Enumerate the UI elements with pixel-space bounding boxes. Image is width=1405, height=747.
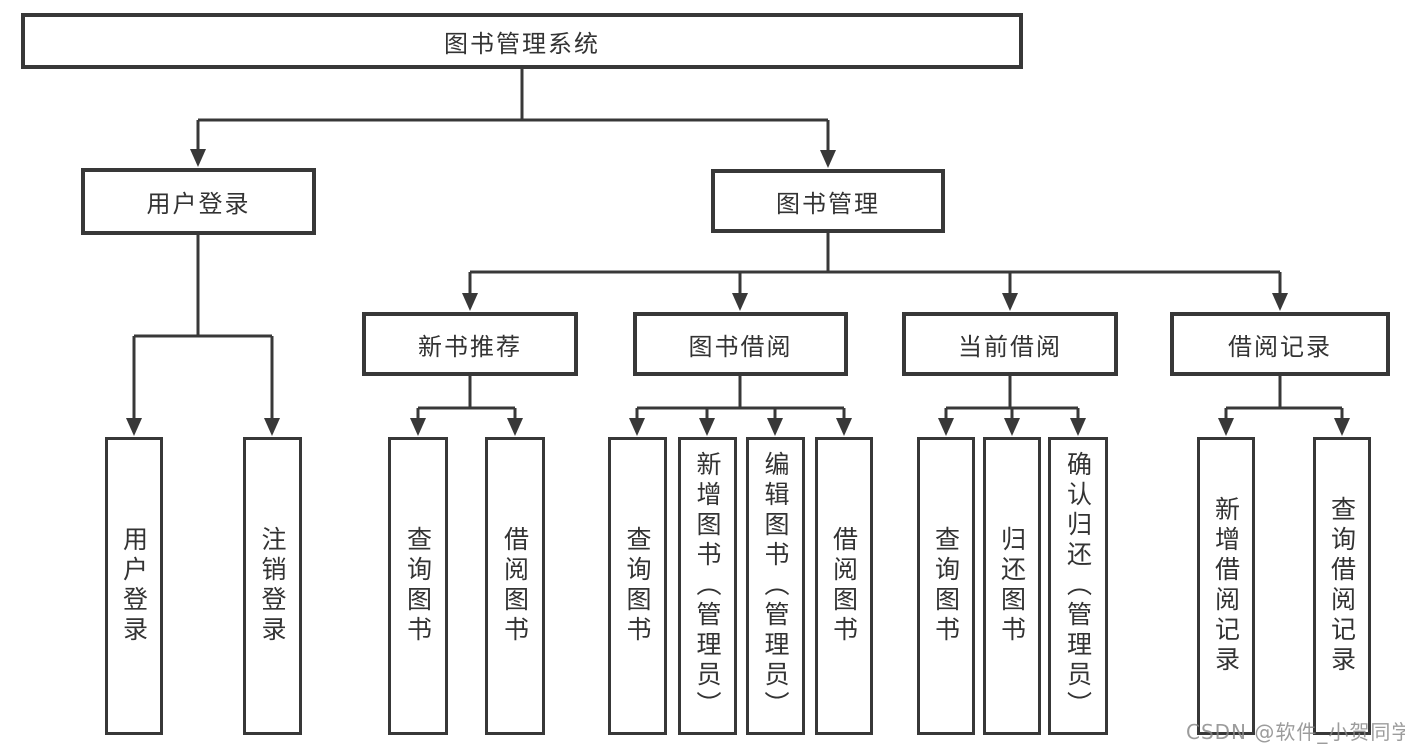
leaf-borrow-books-recommend: 借阅图书 xyxy=(485,437,545,735)
node-current-borrowing: 当前借阅 xyxy=(902,312,1118,376)
leaf-logout: 注销登录 xyxy=(243,437,302,735)
node-label: 借阅记录 xyxy=(1228,332,1332,361)
leaf-confirm-return-admin: 确认归还（管理员） xyxy=(1048,437,1108,735)
leaf-label: 注销登录 xyxy=(258,526,287,646)
leaf-label: 查询图书 xyxy=(403,526,433,646)
node-label: 图书管理系统 xyxy=(444,29,600,58)
leaf-edit-books-admin: 编辑图书（管理员） xyxy=(746,437,805,735)
node-new-book-recommend: 新书推荐 xyxy=(362,312,578,376)
node-book-borrowing: 图书借阅 xyxy=(633,312,848,376)
leaf-add-books-admin: 新增图书（管理员） xyxy=(678,437,737,735)
leaf-query-borrow-record: 查询借阅记录 xyxy=(1313,437,1371,735)
leaf-label: 借阅图书 xyxy=(829,526,859,646)
node-library-management-system: 图书管理系统 xyxy=(21,13,1023,69)
node-label: 用户登录 xyxy=(146,190,251,218)
leaf-query-books-recommend: 查询图书 xyxy=(388,437,448,735)
node-user-login: 用户登录 xyxy=(81,168,316,235)
leaf-label: 查询图书 xyxy=(931,526,961,646)
leaf-label: 新增借阅记录 xyxy=(1211,496,1241,676)
leaf-borrow-books: 借阅图书 xyxy=(815,437,873,735)
node-book-management: 图书管理 xyxy=(711,169,945,233)
leaf-return-books: 归还图书 xyxy=(983,437,1041,735)
leaf-query-books-current: 查询图书 xyxy=(917,437,975,735)
leaf-label: 归还图书 xyxy=(997,526,1027,646)
node-label: 图书管理 xyxy=(776,189,880,218)
leaf-user-login: 用户登录 xyxy=(105,437,163,735)
leaf-label: 查询借阅记录 xyxy=(1327,496,1357,676)
leaf-label: 新增图书（管理员） xyxy=(693,451,722,721)
csdn-watermark: CSDN @软件_小贺同学 xyxy=(1186,720,1405,744)
node-borrowing-records: 借阅记录 xyxy=(1170,312,1390,376)
leaf-label: 编辑图书（管理员） xyxy=(761,451,790,721)
leaf-add-borrow-record: 新增借阅记录 xyxy=(1197,437,1255,735)
node-label: 图书借阅 xyxy=(688,332,793,361)
leaf-label: 用户登录 xyxy=(119,526,149,646)
leaf-label: 确认归还（管理员） xyxy=(1063,451,1093,721)
node-label: 新书推荐 xyxy=(418,332,522,361)
leaf-label: 查询图书 xyxy=(623,526,652,646)
leaf-label: 借阅图书 xyxy=(500,526,530,646)
node-label: 当前借阅 xyxy=(958,332,1062,361)
leaf-query-books-borrowing: 查询图书 xyxy=(608,437,667,735)
